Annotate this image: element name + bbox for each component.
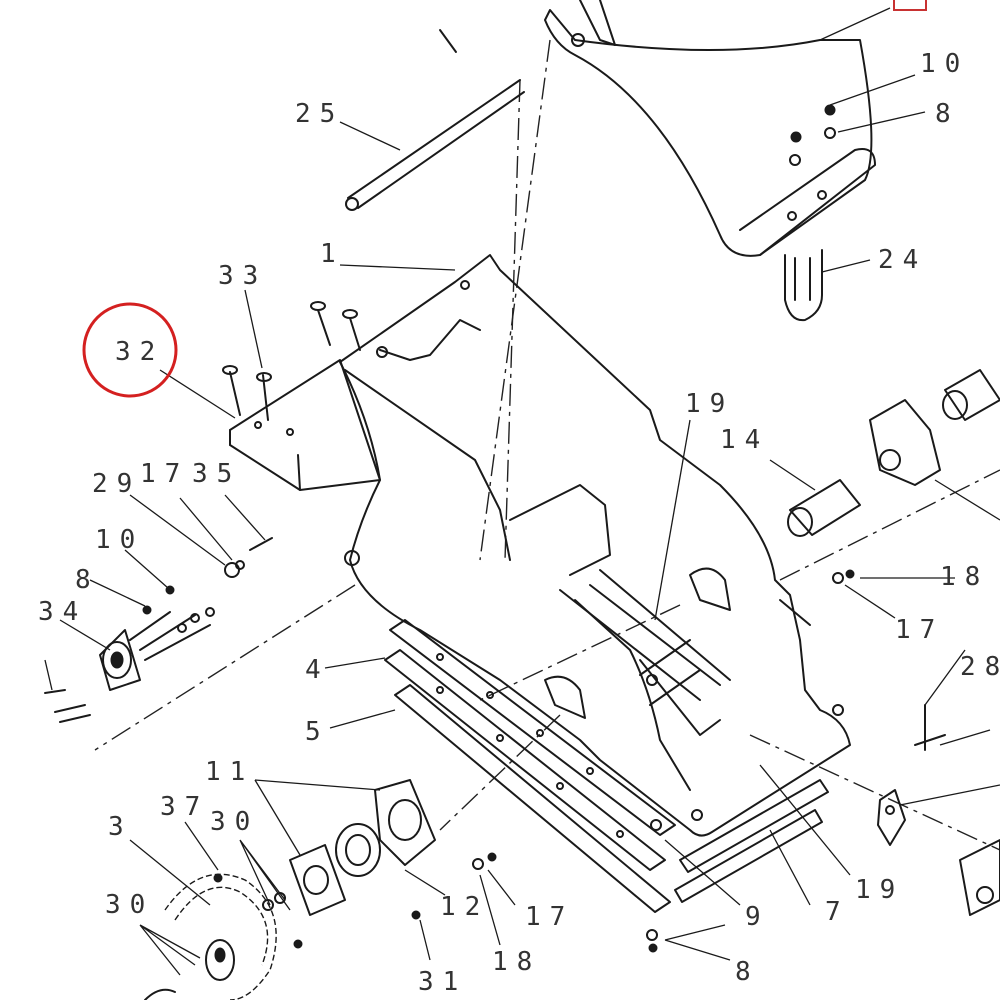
callout-34: 34 [38,597,87,627]
callout-12: 12 [440,892,489,922]
callout-10: 10 [95,525,144,555]
callout-3: 3 [108,812,133,842]
callout-33: 33 [218,261,267,291]
callout-9: 9 [745,902,770,932]
callout-37: 37 [160,792,209,822]
strip-7 [674,779,829,903]
callout-17: 17 [895,615,944,645]
main-chute [339,254,851,837]
rod-25 [345,29,525,211]
bracket-28 [877,704,946,846]
leader-lines [44,7,1000,976]
callout-18: 18 [492,947,541,977]
callout-31: 31 [418,967,467,997]
callout-8: 8 [935,99,960,129]
callout-11: 11 [205,757,254,787]
callout-4: 4 [305,655,330,685]
callout-8: 8 [75,565,100,595]
plate-32 [229,359,381,491]
callout-14: 14 [720,425,769,455]
bolts-33 [222,301,361,421]
callout-28: 28 [960,652,1000,682]
callout-19: 19 [685,389,734,419]
flange-bearing-11-12 [289,779,436,916]
callout-17: 17 [525,902,574,932]
callout-30: 30 [105,890,154,920]
centre-lines [94,39,1000,851]
callout-17: 17 [140,459,189,489]
callout-18: 18 [940,562,989,592]
clipped-callout-box [893,0,927,11]
callout-8: 8 [735,957,760,987]
callout-30: 30 [210,807,259,837]
callout-25: 25 [295,99,344,129]
callout-35: 35 [192,459,241,489]
callout-24: 24 [878,245,927,275]
callout-1: 1 [320,239,345,269]
strips-4-5 [384,619,676,913]
sprocket-14 [787,369,1000,916]
callout-32: 32 [115,337,164,367]
callout-19: 19 [855,875,904,905]
callout-5: 5 [305,717,330,747]
callout-7: 7 [825,897,850,927]
callout-29: 29 [92,469,141,499]
bearing-34 [44,537,273,723]
chain-3 [144,873,421,1000]
callout-10: 10 [920,49,969,79]
callout-labels: 1 3 4 5 7 8 8 8 9 10 10 11 12 14 17 17 1… [38,49,1000,997]
callout-highlight-circle [82,302,178,398]
upper-hood [544,0,876,322]
hardware [472,569,855,953]
